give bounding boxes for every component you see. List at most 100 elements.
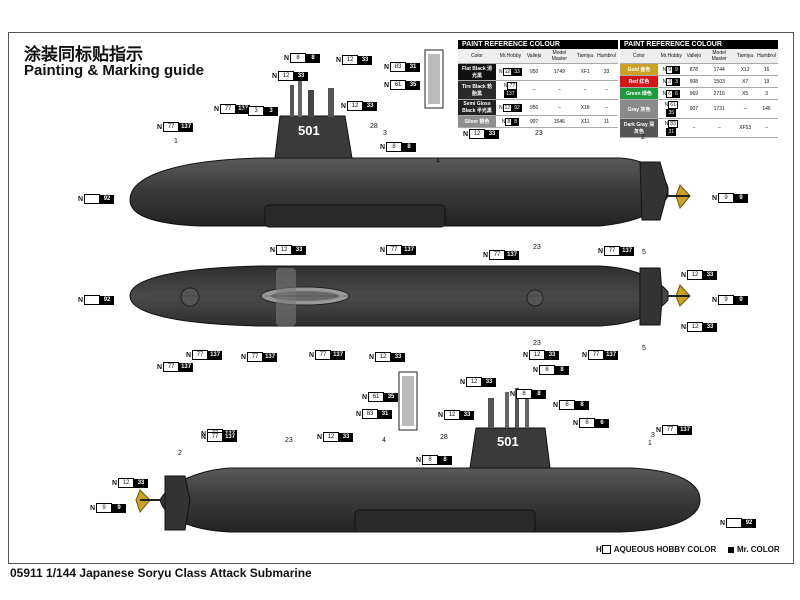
table-cell: 997: [524, 115, 544, 128]
mr-color-code: 137: [331, 350, 346, 360]
table-cell: 11: [595, 115, 618, 128]
mr-color-code: 8: [306, 53, 321, 63]
mr-color-code: 33: [460, 410, 475, 420]
decal-detail-bottom: [398, 371, 418, 431]
legend-mr-label: Mr. COLOR: [737, 545, 780, 554]
mr-color-code: 137: [208, 350, 223, 360]
col-header: Model Master: [543, 49, 576, 64]
table-cell: 2716: [703, 87, 736, 100]
callout-prefix: N: [112, 479, 118, 487]
table-cell: –: [755, 118, 778, 138]
hobby-color-code: 61: [368, 392, 385, 402]
hobby-color-code: 83: [390, 62, 407, 72]
hobby-color-code: 12: [529, 350, 546, 360]
callout-prefix: N: [356, 410, 362, 418]
table-cell: –: [524, 80, 544, 100]
hobby-color-code: 77: [386, 245, 403, 255]
hobby-color-code: 8: [422, 455, 439, 465]
col-header: Vallejo: [684, 49, 704, 64]
mr-color-code: 137: [263, 352, 278, 362]
part-number: 28: [370, 123, 378, 130]
table-cell: 16: [755, 63, 778, 76]
table-cell: XF1: [575, 63, 596, 81]
table-title: PAINT REFERENCE COLOUR: [458, 40, 618, 49]
mr-color-code: 33: [294, 71, 309, 81]
mr-color-code: 92: [100, 295, 115, 305]
paint-reference-table-left: PAINT REFERENCE COLOUR Color Mr.Hobby Va…: [458, 40, 618, 128]
callout-prefix: N: [681, 271, 687, 279]
table-cell: 33: [595, 63, 618, 81]
col-header: Tamiya: [575, 49, 596, 64]
hobby-color-code: 77: [163, 362, 180, 372]
callout-prefix: N: [78, 296, 84, 304]
hobby-color-code: 8: [539, 365, 556, 375]
mr-color-code: 137: [402, 245, 417, 255]
mr-color-code: 137: [236, 104, 251, 114]
hobby-color-code: 77: [662, 425, 679, 435]
mr-color-code: 8: [575, 400, 590, 410]
hobby-color-code: 12: [276, 245, 293, 255]
hobby-color-code: 83: [362, 409, 379, 419]
mr-color-code: 33: [358, 55, 373, 65]
hobby-color-code: 77: [163, 122, 180, 132]
part-number: 3: [651, 432, 655, 439]
mr-color-code: 92: [742, 518, 757, 528]
mr-color-code: 33: [703, 322, 718, 332]
callout-prefix: N: [380, 246, 386, 254]
callout-prefix: N: [460, 378, 466, 386]
mr-color-code: 6: [595, 418, 610, 428]
page-title-cn: 涂装同标贴指示: [24, 45, 143, 65]
hobby-color-code: [84, 295, 101, 305]
mr-color-code: 33: [703, 270, 718, 280]
mr-color-code: 33: [363, 101, 378, 111]
part-number: 23: [533, 340, 541, 347]
callout-prefix: N: [582, 351, 588, 359]
table-cell: –: [595, 99, 618, 116]
callout-prefix: N: [336, 56, 342, 64]
mr-color-code: 33: [391, 352, 406, 362]
page-title: Painting & Marking guide: [24, 62, 205, 79]
callout-prefix: N: [384, 81, 390, 89]
part-number: 23: [533, 244, 541, 251]
hobby-color-code: 12: [444, 410, 461, 420]
part-number: 4: [382, 437, 386, 444]
table-cell: 878: [684, 63, 704, 76]
table-cell: 907: [684, 99, 704, 119]
mr-color-code: 33: [134, 478, 149, 488]
callout-prefix: N: [201, 430, 207, 438]
sail-number-2: 501: [497, 434, 519, 449]
mr-color-code: 137: [620, 246, 635, 256]
callout-prefix: N: [309, 351, 315, 359]
hobby-color-code: 12: [466, 377, 483, 387]
mr-color-code: 137: [604, 350, 619, 360]
hobby-color-code: 8: [516, 389, 533, 399]
hobby-color-code: 6: [579, 418, 596, 428]
decal-detail-top: [424, 49, 444, 109]
callout-prefix: N: [242, 107, 248, 115]
hobby-color-code: 12: [687, 322, 704, 332]
hobby-color-code: 77: [315, 350, 332, 360]
callout-prefix: N: [510, 390, 516, 398]
mr-color-code: 8: [402, 142, 417, 152]
callout-prefix: N: [416, 456, 422, 464]
table-cell: X18: [575, 99, 596, 116]
part-number: 2: [641, 134, 645, 141]
product-caption: 05911 1/144 Japanese Soryu Class Attack …: [10, 566, 312, 580]
legend-mr: Mr. COLOR: [728, 545, 780, 554]
